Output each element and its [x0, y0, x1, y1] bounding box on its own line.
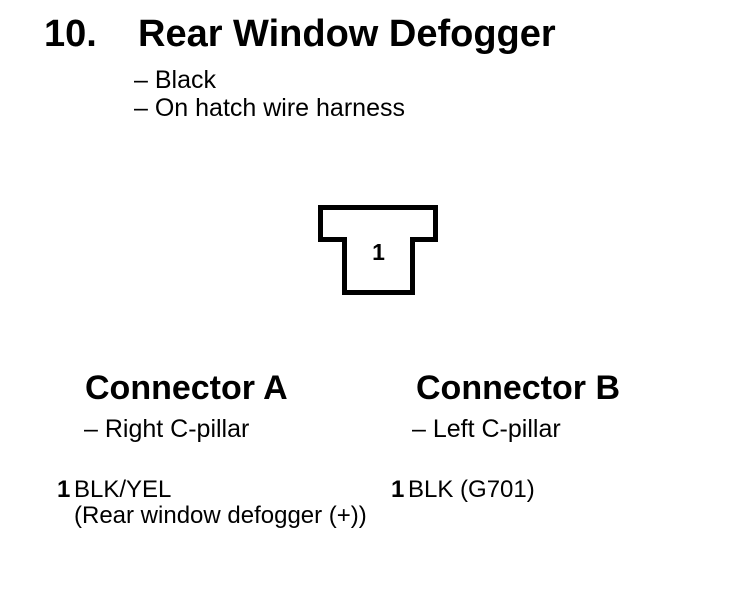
connector-diagram — [318, 205, 438, 295]
pin-wire-color: BLK (G701) — [408, 476, 535, 503]
pin-description: BLK/YEL (Rear window defogger (+)) — [74, 477, 367, 529]
pin-number: 1 — [57, 476, 71, 503]
connector-b-location: – Left C-pillar — [412, 415, 561, 443]
connector-b-pin-row: 1 BLK (G701) — [391, 477, 535, 503]
connector-a-pin-row: 1 BLK/YEL (Rear window defogger (+)) — [57, 477, 367, 529]
connector-b-heading: Connector B — [416, 369, 620, 407]
section-number: 10. — [44, 13, 97, 55]
note-harness: – On hatch wire harness — [134, 94, 405, 122]
connector-outline — [318, 205, 438, 295]
connector-cavity-number: 1 — [372, 239, 385, 265]
note-color: – Black — [134, 66, 216, 94]
pin-function: (Rear window defogger (+)) — [74, 502, 367, 529]
section-title: Rear Window Defogger — [138, 13, 556, 55]
connector-a-location: – Right C-pillar — [84, 415, 250, 443]
pin-number: 1 — [391, 476, 405, 503]
connector-a-heading: Connector A — [85, 369, 288, 407]
pin-description: BLK (G701) — [408, 477, 535, 503]
title-notes: – Black – On hatch wire harness — [134, 66, 405, 122]
pin-wire-color: BLK/YEL — [74, 476, 172, 503]
